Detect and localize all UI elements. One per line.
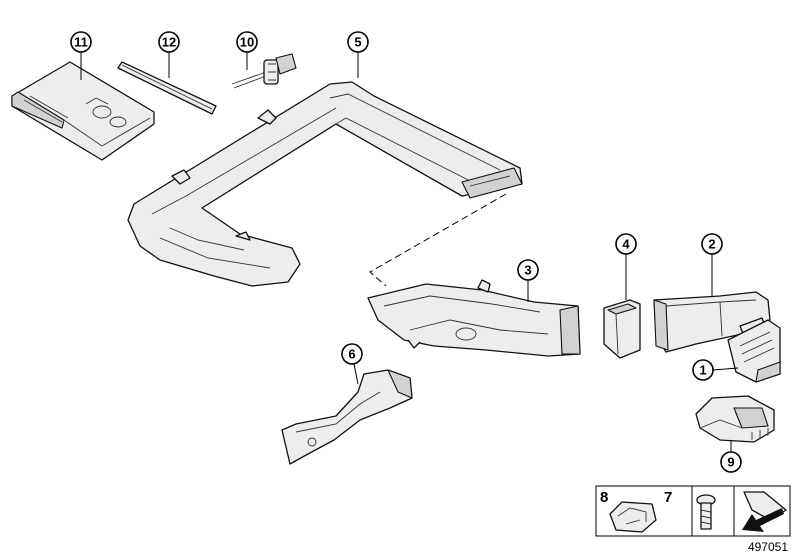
legend-item-8-number: 8 <box>600 489 608 506</box>
part-3-duct-section[interactable] <box>367 279 581 357</box>
part-8-clip-icon[interactable] <box>609 501 657 533</box>
svg-text:10: 10 <box>240 35 254 50</box>
legend-strip: 8 7 <box>595 485 791 537</box>
callout-5[interactable]: 5 <box>347 31 369 53</box>
leader-lines <box>80 52 739 452</box>
svg-text:3: 3 <box>524 263 531 278</box>
svg-text:5: 5 <box>354 35 361 50</box>
callout-2[interactable]: 2 <box>701 233 723 255</box>
part-9-bracket[interactable] <box>695 395 775 443</box>
part-2-side-duct[interactable] <box>653 291 771 353</box>
svg-text:4: 4 <box>622 237 630 252</box>
svg-text:9: 9 <box>727 455 734 470</box>
callout-6[interactable]: 6 <box>341 343 363 365</box>
direction-arrow-icon <box>742 491 787 532</box>
part-6-bracket[interactable] <box>281 369 413 465</box>
svg-text:12: 12 <box>162 35 176 50</box>
part-4-sleeve[interactable] <box>603 299 641 359</box>
part-11-cover-plate[interactable] <box>11 61 155 161</box>
svg-text:6: 6 <box>348 347 355 362</box>
callout-9[interactable]: 9 <box>720 451 742 473</box>
callout-3[interactable]: 3 <box>517 259 539 281</box>
part-7-screw-icon[interactable] <box>696 494 716 530</box>
duct-connection-dashline <box>369 193 507 287</box>
svg-text:11: 11 <box>74 35 88 50</box>
callout-12[interactable]: 12 <box>158 31 180 53</box>
legend-item-7-number: 7 <box>664 489 672 506</box>
part-10-sensor[interactable] <box>231 53 297 89</box>
diagram-number: 497051 <box>747 540 788 554</box>
part-1-vent-outlet[interactable] <box>727 319 781 383</box>
callout-10[interactable]: 10 <box>236 31 258 53</box>
part-12-strip[interactable] <box>117 61 217 115</box>
callout-11[interactable]: 11 <box>70 31 92 53</box>
svg-text:1: 1 <box>699 363 706 378</box>
part-5-air-duct[interactable] <box>127 81 523 287</box>
callout-4[interactable]: 4 <box>615 233 637 255</box>
callout-1[interactable]: 1 <box>692 359 714 381</box>
svg-text:2: 2 <box>708 237 715 252</box>
